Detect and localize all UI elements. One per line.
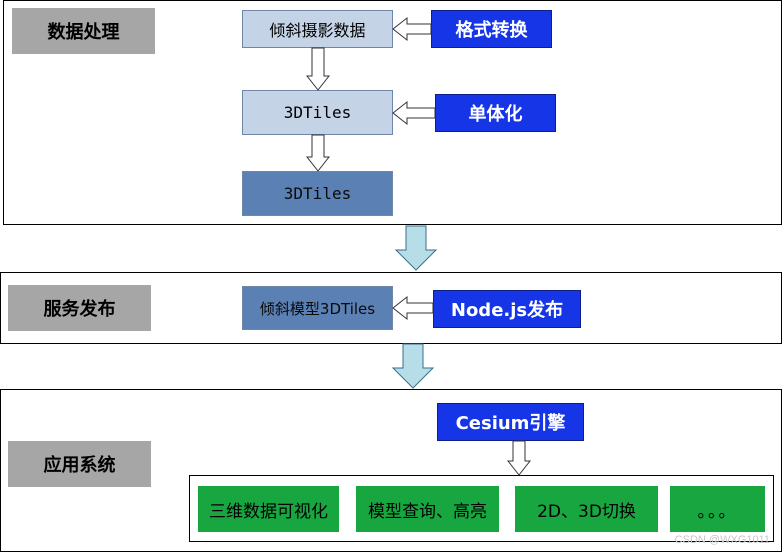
node-to-model-arrow-icon	[392, 295, 434, 321]
nodejs-publish-box: Node.js发布	[433, 290, 581, 328]
feature-more: 。。。	[670, 486, 765, 532]
monomer-to-tiles-arrow-icon	[392, 100, 436, 126]
data-to-tiles-arrow-icon	[305, 47, 331, 91]
cesium-to-features-arrow-icon	[506, 440, 532, 476]
format-convert-box: 格式转换	[431, 10, 552, 48]
section-2-to-3-arrow-icon	[391, 343, 435, 389]
feature-2d-3d-switch: 2D、3D切换	[515, 486, 658, 532]
3dtiles-light-box: 3DTiles	[242, 90, 393, 135]
tiles-to-dark-arrow-icon	[305, 134, 331, 172]
oblique-photography-data-box: 倾斜摄影数据	[242, 10, 393, 48]
3dtiles-dark-box: 3DTiles	[242, 171, 393, 216]
oblique-model-3dtiles-box: 倾斜模型3DTiles	[242, 286, 393, 330]
monomer-box: 单体化	[435, 94, 556, 132]
feature-model-query-highlight: 模型查询、高亮	[356, 486, 499, 532]
cesium-engine-box: Cesium引擎	[437, 403, 584, 441]
format-to-data-arrow-icon	[392, 16, 432, 42]
data-processing-label: 数据处理	[12, 8, 155, 54]
section-1-to-2-arrow-icon	[394, 225, 438, 271]
feature-3d-visualization: 三维数据可视化	[198, 486, 339, 532]
application-system-label: 应用系统	[8, 441, 151, 487]
watermark: CSDN @WXG1011	[674, 534, 770, 546]
service-publish-label: 服务发布	[8, 285, 151, 331]
